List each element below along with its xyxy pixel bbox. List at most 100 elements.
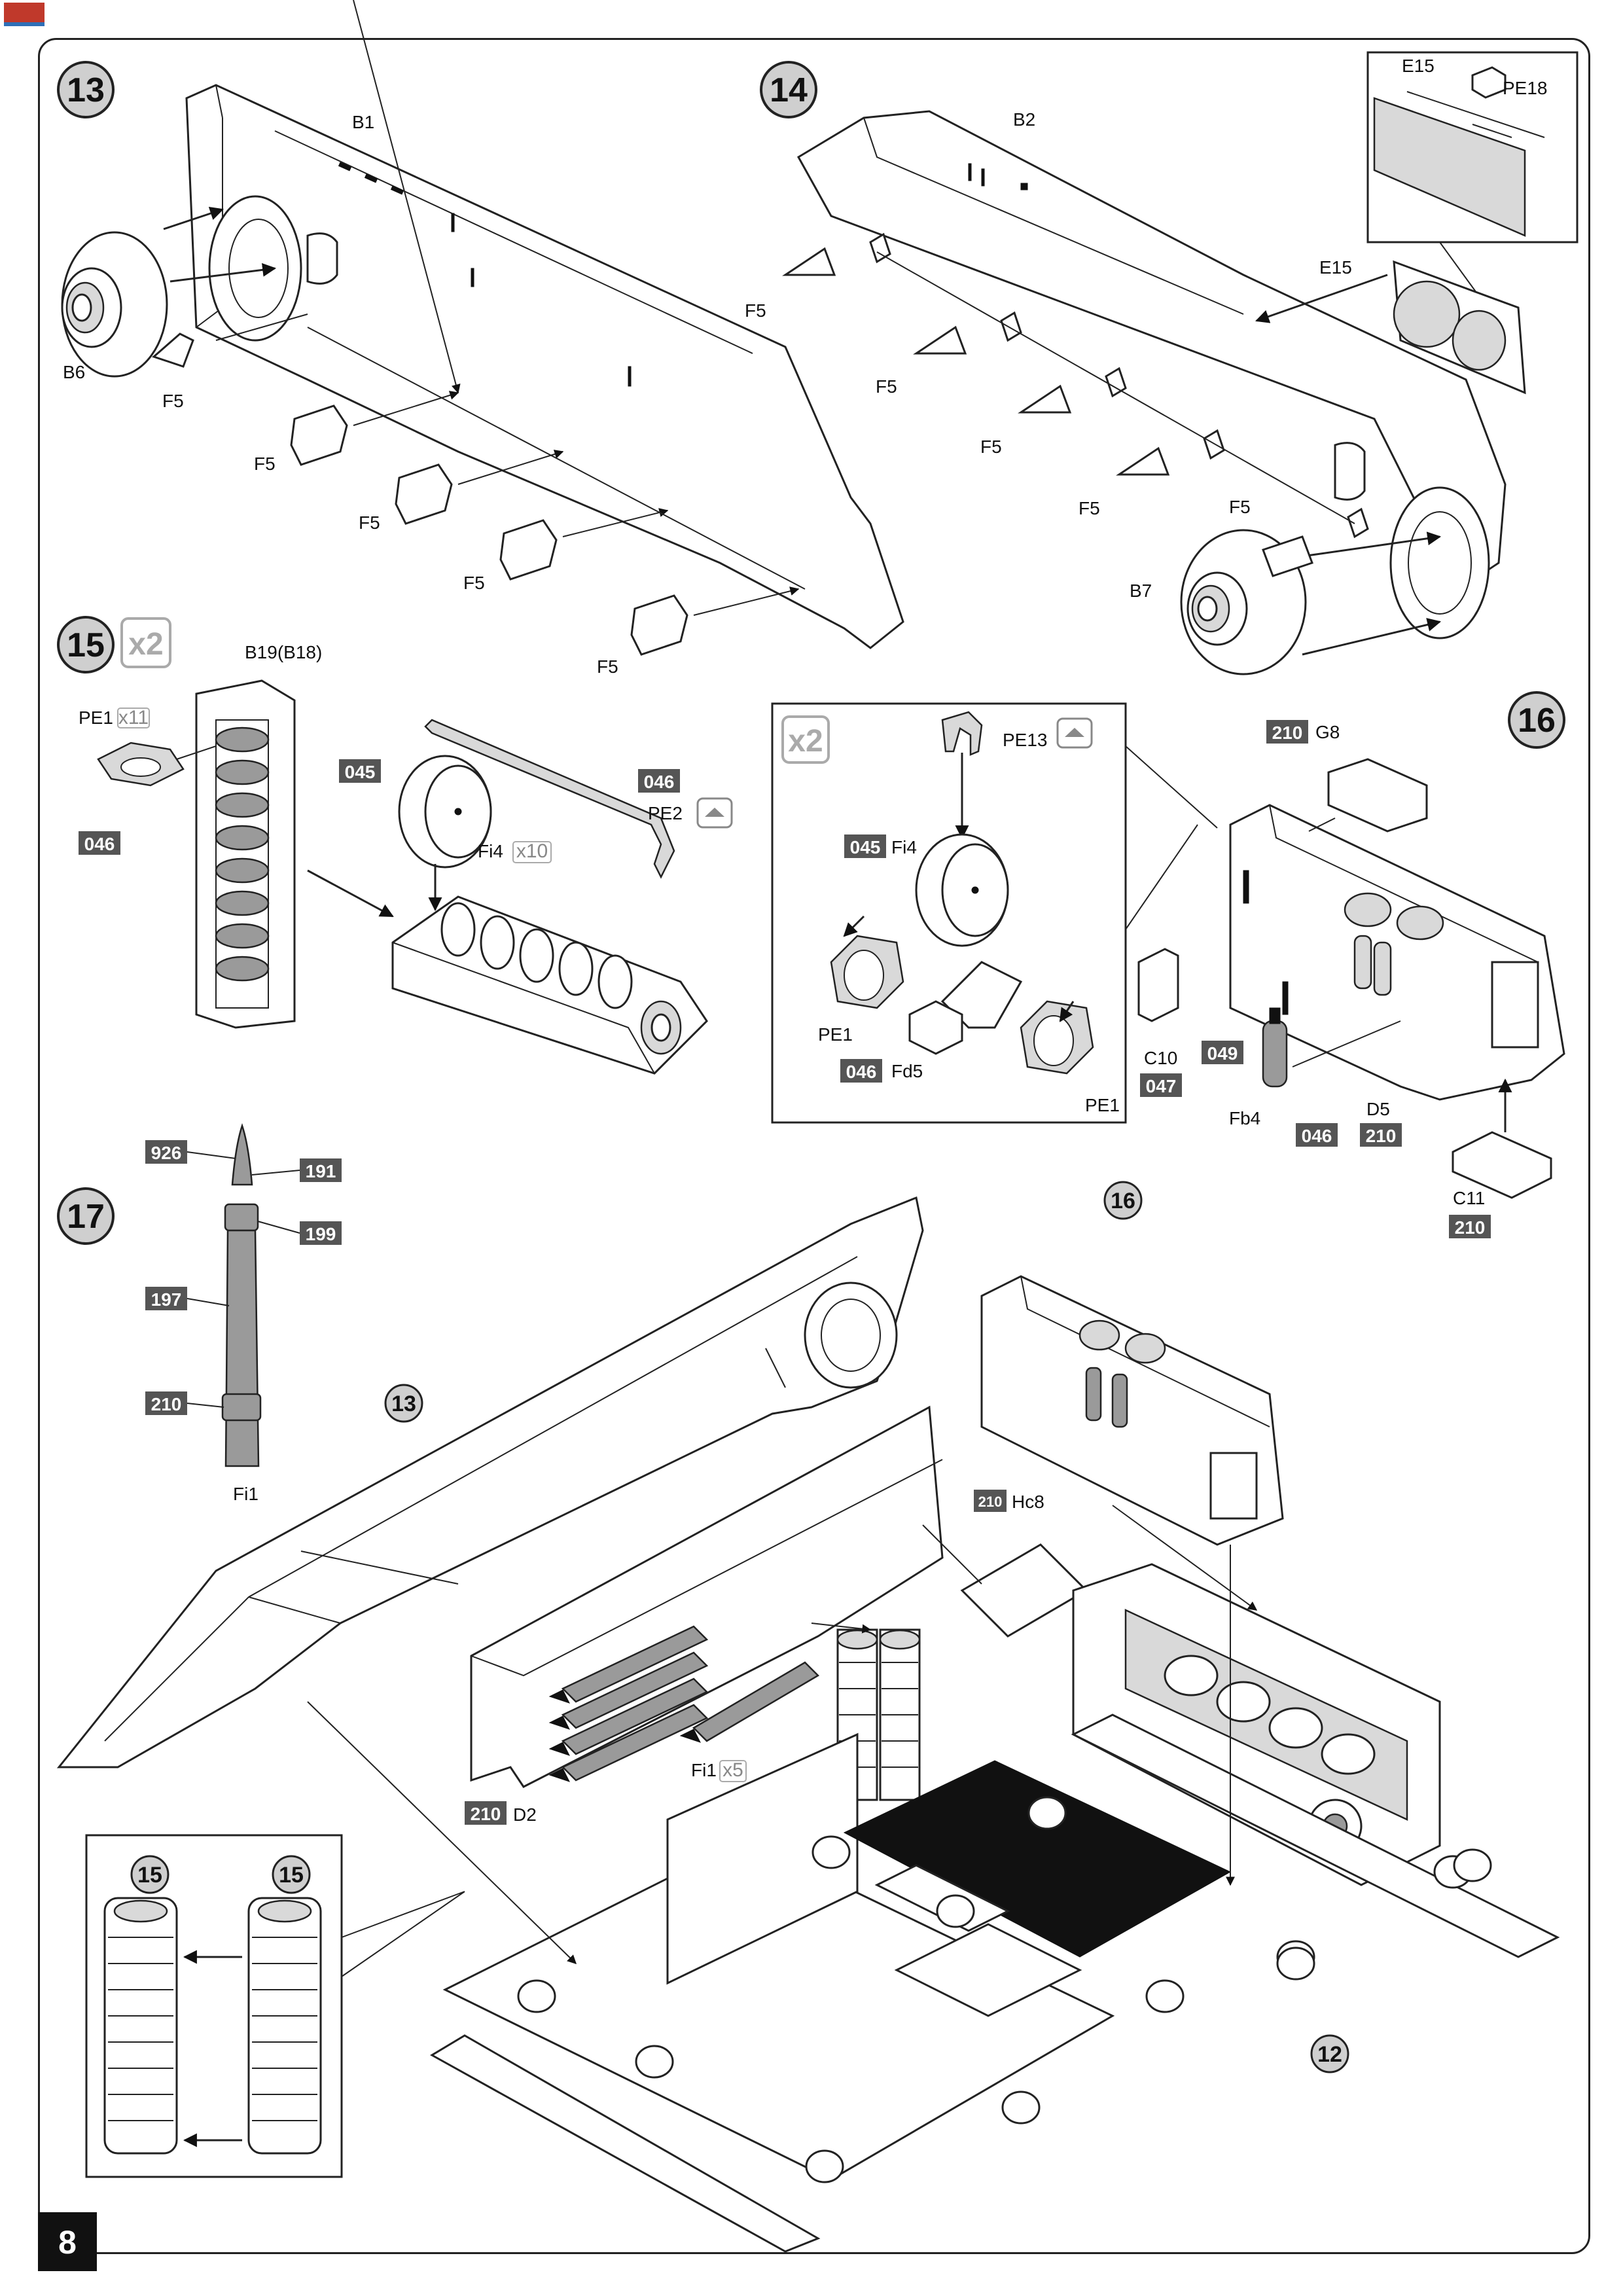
step-13: 13 [57,0,904,677]
label-c11: C11 [1453,1188,1485,1208]
svg-text:13: 13 [391,1391,416,1416]
photo-etch-icon-pe13 [1056,717,1093,749]
svg-text:046: 046 [1302,1126,1332,1146]
svg-text:045: 045 [850,837,881,857]
paint-199-chip [300,1221,342,1245]
svg-text:199: 199 [306,1224,336,1244]
paint-210-chip-d5 [1360,1123,1402,1147]
label-fi4: Fi4 [478,841,503,861]
paint-049-chip [1202,1041,1243,1064]
label-c10: C10 [1144,1048,1177,1068]
label-e15: E15 [1319,257,1352,278]
paint-046-chip-a [79,831,120,855]
label-f5-s14-5: F5 [1229,497,1251,517]
page-number: 8 [58,2224,77,2261]
step-17-number: 17 [67,1198,105,1236]
sprocket-housing-b2 [1389,486,1490,639]
label-d2: D2 [513,1804,537,1825]
label-f5-s14-1: F5 [745,300,766,321]
plate-c10 [1137,948,1179,1022]
label-fi1-x5: Fi1 [691,1760,717,1780]
label-g8: G8 [1315,722,1340,742]
step-16-number: 16 [1518,702,1556,740]
ref-badge-16 [1103,1181,1143,1220]
label-fi4-detail: Fi4 [891,837,917,857]
step-15-badge [57,616,115,673]
label-b7: B7 [1130,581,1152,601]
hull-side-b2 [796,110,1507,591]
ammo-box-assembly [391,895,708,1075]
svg-text:15: 15 [137,1863,162,1888]
svg-text:210: 210 [471,1804,501,1824]
hull-floor [430,1713,1560,2253]
step-17: 17 926 191 199 197 210 Fi1 [56,1123,1560,2253]
step-17-badge [57,1187,115,1245]
paint-210-chip [145,1391,187,1415]
step-16-badge [1508,691,1565,749]
step-15-detail: x2 PE13 045 Fi4 PE1 046 Fd5 PE1 [771,702,1218,1124]
detail-multiplier: x2 [788,724,823,759]
label-fi1-qty: x5 [722,1759,743,1781]
step-14-number: 14 [770,71,808,109]
svg-text:210: 210 [1366,1126,1397,1146]
label-pe18: PE18 [1503,78,1548,98]
label-b1: B1 [352,112,374,132]
ammo-rack-b19 [195,679,296,1029]
final-drive-b6 [61,231,168,378]
step-15-multiplier: x2 [128,627,163,662]
label-b19: B19(B18) [245,642,322,662]
label-f5-3: F5 [359,512,380,533]
disc-fi4-detail [915,833,1009,947]
svg-text:047: 047 [1146,1076,1177,1096]
svg-text:15: 15 [279,1863,304,1888]
step-16: 16 210 G8 C10 047 049 Fb4 [1137,691,1565,1238]
block-g8 [1327,758,1428,833]
paint-046-chip-b [638,769,680,793]
inset-racks-15 [85,1834,465,2178]
clip-pe13 [941,711,983,756]
bracket-c11 [1452,1131,1552,1199]
hull-ammo-racks [836,1628,921,1801]
svg-text:210: 210 [1272,723,1303,743]
label-f5-5: F5 [597,656,618,677]
paint-045-chip [339,759,381,783]
f5-wedges-s13 [152,332,688,656]
step-15: 15 x2 [57,616,733,1075]
paint-210-chip-g8 [1266,720,1308,744]
label-pe1-detail-a: PE1 [818,1024,853,1045]
pe18-bracket [1471,66,1507,99]
paint-047-chip [1140,1073,1182,1097]
label-f5-4: F5 [463,573,485,593]
label-fd5: Fd5 [891,1061,923,1081]
paint-926-chip [145,1140,187,1164]
extinguisher-fb4 [1262,1007,1288,1088]
shells-fi1 [548,1625,820,1782]
label-f5-s14-2: F5 [876,376,897,397]
saddle-fd5 [940,961,1023,1029]
ref-badge-13 [384,1384,423,1423]
step-13-number: 13 [67,71,105,109]
label-b6: B6 [63,362,85,382]
label-b2: B2 [1013,109,1035,130]
svg-text:046: 046 [846,1062,877,1082]
label-pe2: PE2 [648,803,683,823]
step-15-multiplier-box [120,617,171,668]
svg-text:045: 045 [345,762,376,782]
hull-side-b1 [185,84,904,649]
brand-logo [4,3,45,26]
step-14: 14 [745,51,1578,675]
page-number-block: 8 [38,2212,97,2271]
strap-pe2 [424,719,675,879]
label-d5: D5 [1366,1099,1390,1119]
label-fi4-qty: x10 [516,840,548,862]
svg-text:210: 210 [151,1394,182,1414]
ref-badge-12 [1310,2034,1349,2073]
step-14-badge [760,61,817,118]
paint-046-chip-detail [840,1059,882,1083]
svg-text:210: 210 [1455,1217,1486,1238]
label-f5-2: F5 [254,454,276,474]
hull-side-slots [338,162,632,387]
svg-text:12: 12 [1317,2042,1342,2067]
label-f5-s14-3: F5 [980,437,1002,457]
